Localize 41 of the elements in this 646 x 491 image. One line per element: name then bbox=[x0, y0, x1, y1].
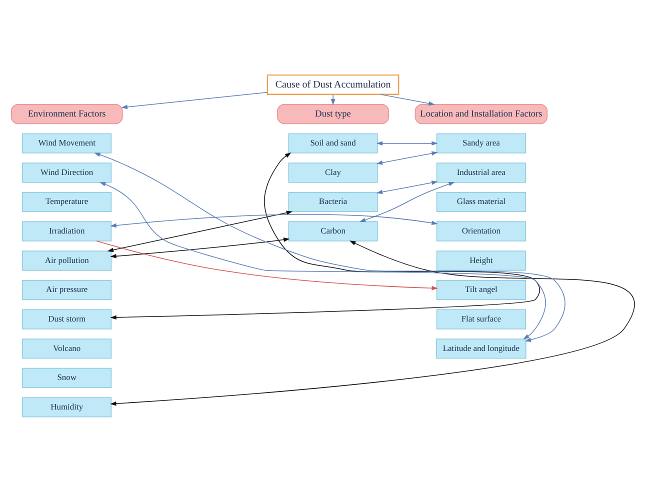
arrow bbox=[359, 182, 455, 222]
node-box: Clay bbox=[288, 162, 378, 182]
node-box: Industrial area bbox=[436, 162, 526, 182]
arrow bbox=[110, 237, 290, 258]
arrow bbox=[110, 240, 634, 406]
node-box: Volcano bbox=[22, 338, 112, 358]
node-box: Sandy area bbox=[436, 132, 526, 153]
node-box: Bacteria bbox=[288, 192, 378, 212]
node-box: Latitude and longitude bbox=[436, 338, 526, 358]
arrow bbox=[100, 182, 546, 339]
arrow bbox=[110, 152, 540, 320]
arrow bbox=[110, 214, 438, 228]
node-box: Flat surface bbox=[436, 308, 526, 329]
node-box: Dust type bbox=[277, 104, 389, 124]
node-box: Air pressure bbox=[22, 279, 112, 300]
node-box: Wind Movement bbox=[22, 132, 112, 153]
node-box: Height bbox=[436, 250, 526, 270]
arrow bbox=[380, 94, 435, 106]
arrow bbox=[96, 240, 438, 290]
node-box: Humidity bbox=[22, 396, 112, 417]
arrow bbox=[94, 152, 566, 342]
node-box: Glass material bbox=[436, 192, 526, 212]
node-box: Wind Direction bbox=[22, 162, 112, 182]
node-box: Snow bbox=[22, 367, 112, 388]
node-box: Air pollution bbox=[22, 250, 112, 270]
node-box: Soil and sand bbox=[288, 132, 378, 153]
arrow bbox=[121, 91, 268, 109]
node-box: Irradiation bbox=[22, 220, 112, 241]
arrow bbox=[376, 180, 438, 194]
node-box: Temperature bbox=[22, 192, 112, 212]
arrow bbox=[107, 210, 293, 252]
node-box: Location and Installation Factors bbox=[414, 104, 548, 124]
node-box: Environment Factors bbox=[10, 104, 123, 124]
node-box: Orientation bbox=[436, 220, 526, 241]
arrow bbox=[376, 140, 438, 146]
node-box: Tilt angel bbox=[436, 279, 526, 300]
node-box: Cause of Dust Accumulation bbox=[266, 74, 400, 94]
node-box: Dust storm bbox=[22, 308, 112, 329]
arrow bbox=[376, 150, 438, 164]
node-box: Carbon bbox=[288, 220, 378, 241]
arrow bbox=[330, 94, 336, 105]
